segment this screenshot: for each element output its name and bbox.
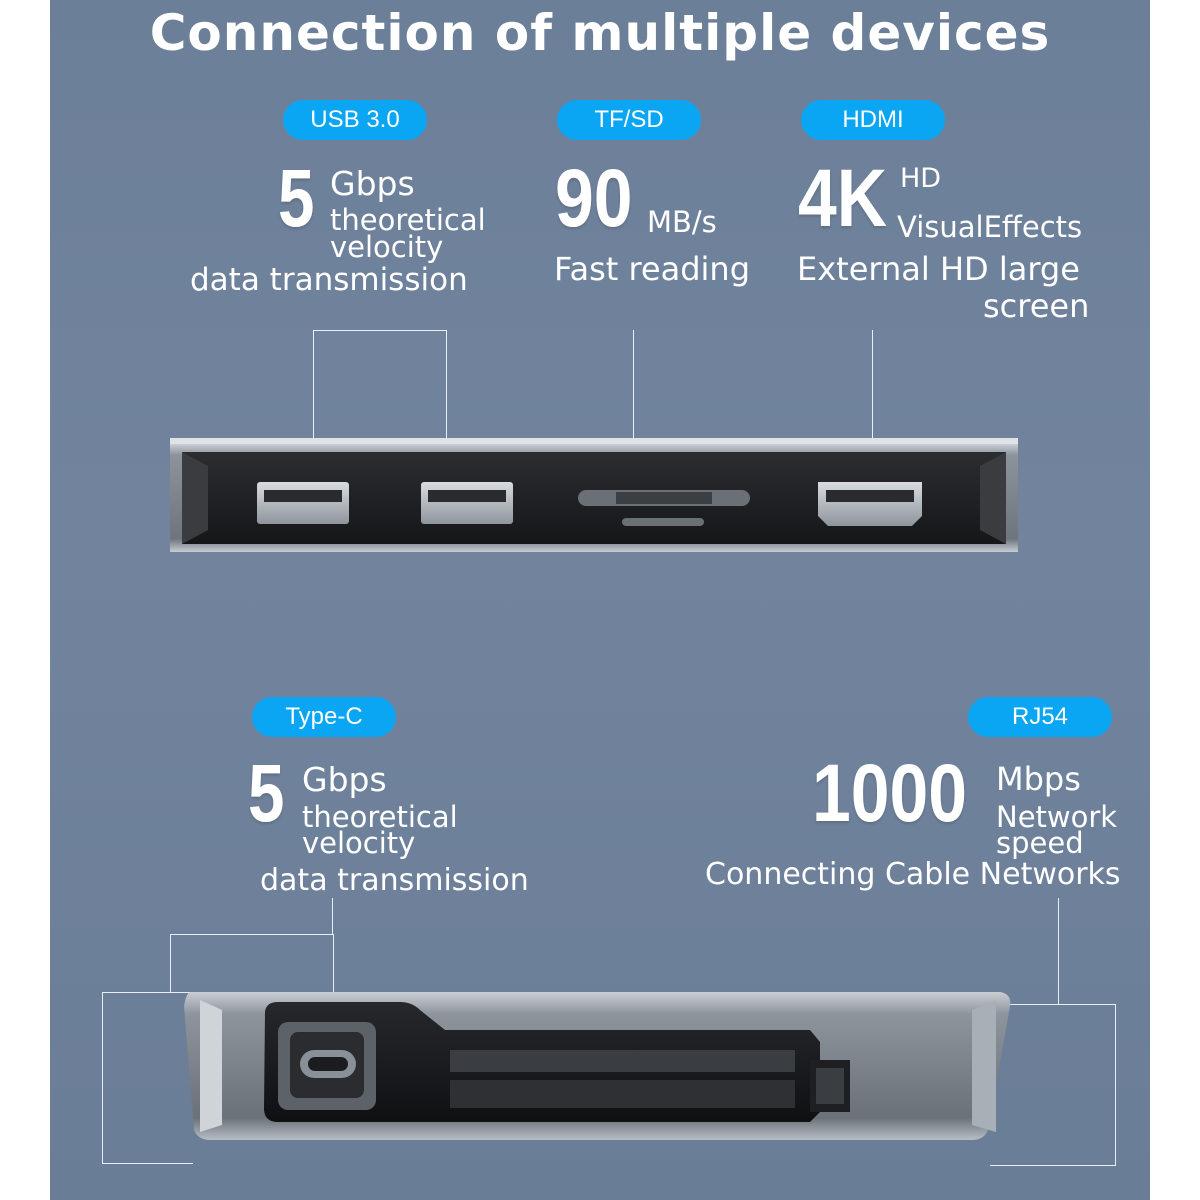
hdmi-caption-line-2: screen: [983, 287, 1090, 325]
typec-connector-line-c: [102, 992, 193, 1164]
rj-connector-line-a: [1058, 898, 1059, 1004]
rj-detail-line-1: Network: [996, 800, 1118, 834]
rj-connector: [810, 1060, 850, 1112]
hdmi-caption-line-1: External HD large: [797, 250, 1080, 288]
hdmi-resolution-value: 4K: [798, 153, 888, 244]
tfsd-speed-value: 90: [555, 153, 633, 244]
typec-detail-line-1: theoretical: [302, 800, 458, 834]
rj-connector-line-b: [990, 1004, 1116, 1166]
typec-speed-unit: Gbps: [302, 760, 387, 799]
usb-detail-line-1: theoretical: [330, 203, 486, 237]
tfsd-connector-line: [633, 330, 634, 438]
product-banner: Connection of multiple devices USB 3.0 5…: [50, 0, 1150, 1200]
rj-caption: Connecting Cable Networks: [705, 857, 1121, 892]
hdmi-detail: VisualEffects: [897, 210, 1083, 244]
hub-front-view: [170, 438, 1018, 552]
usb-speed-value: 5: [278, 153, 315, 244]
rj-speed-unit: Mbps: [996, 760, 1081, 798]
rj-badge: RJ54: [968, 697, 1112, 737]
page-title: Connection of multiple devices: [149, 4, 1051, 62]
usb-port-1: [257, 482, 349, 524]
typec-connector-line-a: [332, 898, 333, 934]
typec-connector: [278, 1022, 376, 1110]
rj-speed-value: 1000: [812, 748, 968, 839]
typec-caption: data transmission: [260, 863, 529, 898]
rj-detail-line-2: speed: [996, 826, 1084, 860]
usb-detail-line-2: velocity: [330, 230, 444, 264]
tfsd-caption: Fast reading: [554, 250, 751, 288]
hdmi-port: [818, 482, 922, 526]
tfsd-badge: TF/SD: [557, 100, 701, 140]
hub-rear-view: [184, 992, 1011, 1140]
usb-badge: USB 3.0: [283, 100, 427, 140]
typec-detail-line-2: velocity: [302, 826, 416, 860]
hdmi-unit: HD: [900, 163, 942, 194]
tfsd-speed-unit: MB/s: [647, 205, 717, 239]
hdmi-badge: HDMI: [801, 100, 945, 140]
usb-connector-line: [313, 330, 447, 439]
usb-port-2: [421, 482, 513, 524]
sd-card-slot: [578, 490, 750, 526]
usb-caption: data transmission: [190, 262, 468, 298]
hdmi-connector-line: [872, 330, 873, 438]
usb-speed-unit: Gbps: [330, 164, 415, 203]
typec-connector-line-b: [170, 934, 334, 993]
typec-speed-value: 5: [248, 748, 285, 839]
typec-badge: Type-C: [252, 697, 396, 737]
